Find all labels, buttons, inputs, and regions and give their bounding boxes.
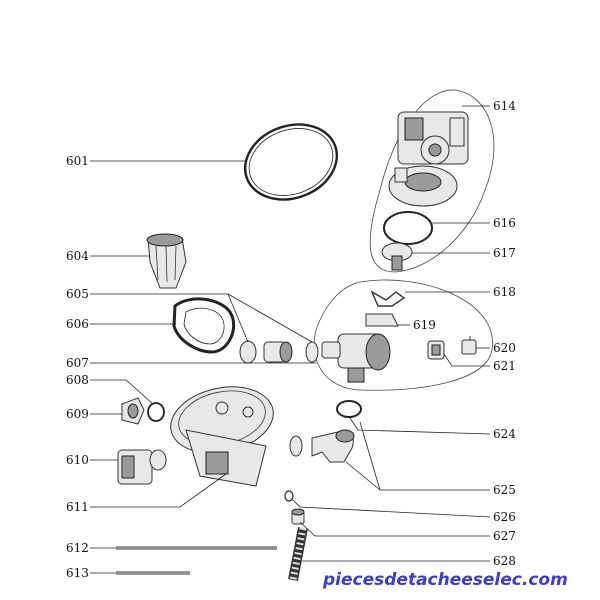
part-627-fitting bbox=[291, 508, 305, 525]
label-606: 606 bbox=[66, 317, 89, 331]
label-616: 616 bbox=[493, 216, 516, 230]
part-620-sensor bbox=[461, 336, 477, 355]
part-604-filter bbox=[146, 233, 187, 289]
label-608: 608 bbox=[66, 373, 89, 387]
part-601-gasket-ring bbox=[243, 123, 339, 201]
watermark-text: piecesdetacheeselec.com bbox=[322, 570, 568, 590]
label-621: 621 bbox=[493, 359, 516, 373]
label-620: 620 bbox=[493, 341, 516, 355]
part-621-connector bbox=[427, 340, 445, 360]
part-605-607-couplings bbox=[239, 340, 319, 364]
label-618: 618 bbox=[493, 285, 516, 299]
part-609-valve bbox=[121, 397, 145, 425]
label-601: 601 bbox=[66, 154, 89, 168]
part-628-corrugated-hose bbox=[288, 527, 308, 581]
label-614: 614 bbox=[493, 99, 516, 113]
label-628: 628 bbox=[493, 554, 516, 568]
label-612: 612 bbox=[66, 541, 89, 555]
part-614-motor-assembly bbox=[388, 111, 469, 207]
label-605: 605 bbox=[66, 287, 89, 301]
label-604: 604 bbox=[66, 249, 89, 263]
label-611: 611 bbox=[66, 500, 89, 514]
part-611-sump bbox=[170, 386, 274, 487]
part-617-impeller bbox=[381, 242, 413, 271]
part-608-small-o-ring bbox=[147, 402, 165, 422]
group-outline-618 bbox=[313, 279, 493, 391]
part-606-seal-frame bbox=[172, 297, 236, 354]
part-610-drain-pump bbox=[117, 449, 167, 485]
label-627: 627 bbox=[493, 529, 516, 543]
label-619: 619 bbox=[413, 318, 436, 332]
part-625-elbow-hose bbox=[289, 429, 355, 463]
label-624: 624 bbox=[493, 427, 516, 441]
part-626-o-ring bbox=[284, 490, 294, 502]
label-626: 626 bbox=[493, 510, 516, 524]
leader-lines bbox=[90, 105, 491, 574]
part-618-heater bbox=[365, 290, 406, 327]
label-613: 613 bbox=[66, 566, 89, 580]
part-619-pump-body bbox=[321, 333, 391, 383]
part-616-o-ring bbox=[383, 211, 433, 245]
label-610: 610 bbox=[66, 453, 89, 467]
part-624-clamp bbox=[336, 400, 362, 418]
label-625: 625 bbox=[493, 483, 516, 497]
label-609: 609 bbox=[66, 407, 89, 421]
label-607: 607 bbox=[66, 356, 89, 370]
label-617: 617 bbox=[493, 246, 516, 260]
